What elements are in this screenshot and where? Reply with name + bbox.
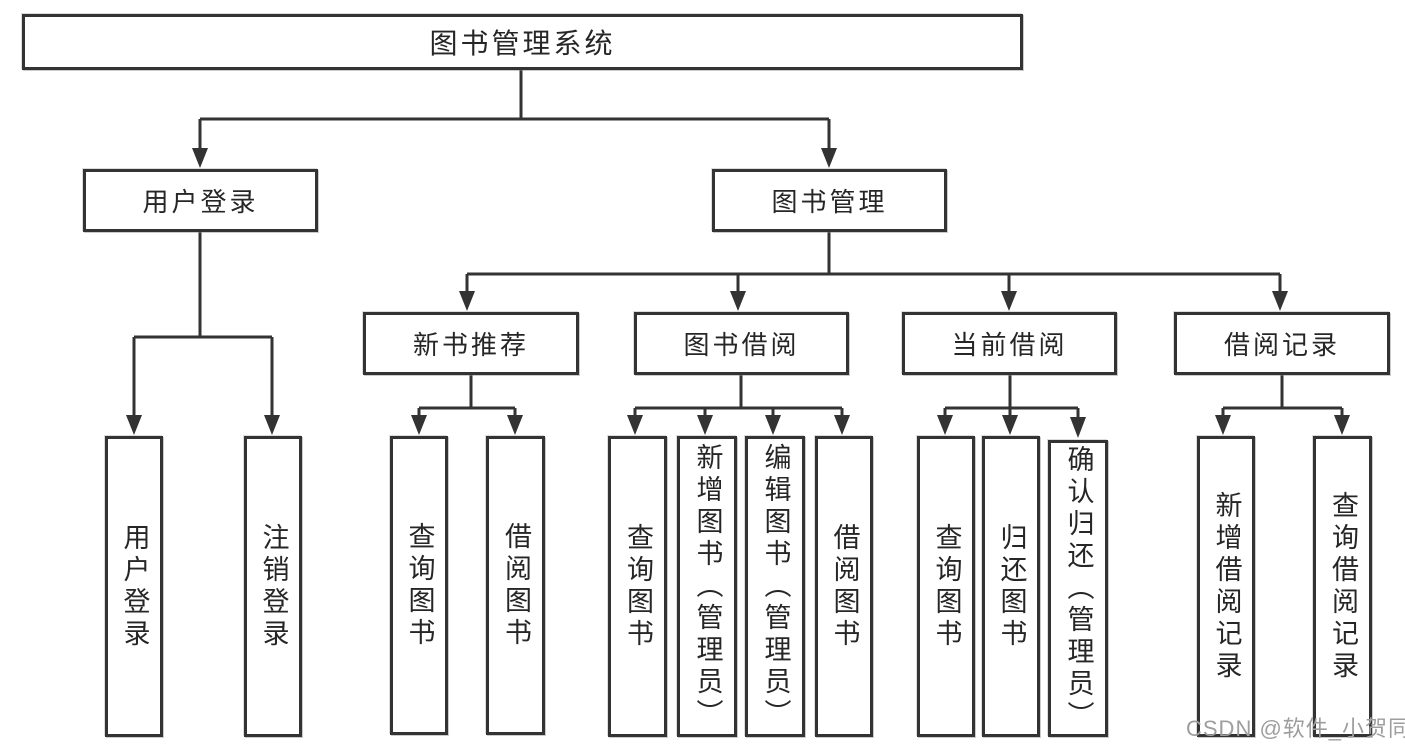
connector-user-login-subtree <box>126 232 280 435</box>
node-borrow-records: 借阅记录 <box>1174 312 1390 375</box>
arrow-down-icon <box>1070 417 1086 438</box>
node-add-borrow-record: 新增借阅记录 <box>1197 436 1255 737</box>
csdn-watermark: CSDN @软件_小贺同学 <box>1186 716 1405 741</box>
arrow-down-icon <box>697 415 713 435</box>
connector-root-to-level2 <box>192 70 837 168</box>
node-current-borrow: 当前借阅 <box>902 312 1117 375</box>
node-query-books-current: 查询图书 <box>917 436 975 737</box>
node-query-books-recommend: 查询图书 <box>390 436 448 735</box>
arrow-down-icon <box>1002 415 1018 435</box>
arrow-down-icon <box>507 415 523 435</box>
connector-current-borrow-subtree <box>937 375 1086 438</box>
arrow-down-icon <box>1272 291 1288 311</box>
arrow-down-icon <box>126 415 142 435</box>
arrow-down-icon <box>1215 415 1231 435</box>
node-return-book: 归还图书 <box>982 436 1040 737</box>
arrow-down-icon <box>411 415 427 435</box>
connector-new-book-subtree <box>411 375 523 435</box>
node-add-book-admin: 新增图书（管理员） <box>677 436 737 737</box>
arrow-down-icon <box>937 415 953 435</box>
connector-book-management-subtree <box>459 232 1288 311</box>
node-login: 用户登录 <box>105 436 163 737</box>
arrow-down-icon <box>192 148 208 168</box>
node-book-borrow: 图书借阅 <box>634 312 849 375</box>
node-root: 图书管理系统 <box>22 14 1023 70</box>
node-borrow-books: 借阅图书 <box>815 436 873 737</box>
node-user-login: 用户登录 <box>83 169 318 232</box>
arrow-down-icon <box>627 415 643 435</box>
arrow-down-icon <box>264 415 280 435</box>
node-logout: 注销登录 <box>244 436 302 737</box>
arrow-down-icon <box>834 415 850 435</box>
node-book-management: 图书管理 <box>712 169 947 232</box>
arrow-down-icon <box>1001 291 1017 311</box>
node-query-borrow-record: 查询借阅记录 <box>1313 436 1372 737</box>
arrow-down-icon <box>459 291 475 311</box>
node-confirm-return-admin: 确认归还（管理员） <box>1048 440 1108 737</box>
arrow-down-icon <box>730 291 746 311</box>
node-borrow-books-recommend: 借阅图书 <box>486 436 545 735</box>
connector-borrow-records-subtree <box>1215 375 1350 435</box>
connector-book-borrow-subtree <box>627 375 850 435</box>
arrow-down-icon <box>1334 415 1350 435</box>
arrow-down-icon <box>765 415 781 435</box>
arrow-down-icon <box>821 148 837 168</box>
node-new-book-recommend: 新书推荐 <box>363 312 579 375</box>
node-query-books-borrow: 查询图书 <box>608 436 667 737</box>
node-edit-book-admin: 编辑图书（管理员） <box>745 436 805 737</box>
